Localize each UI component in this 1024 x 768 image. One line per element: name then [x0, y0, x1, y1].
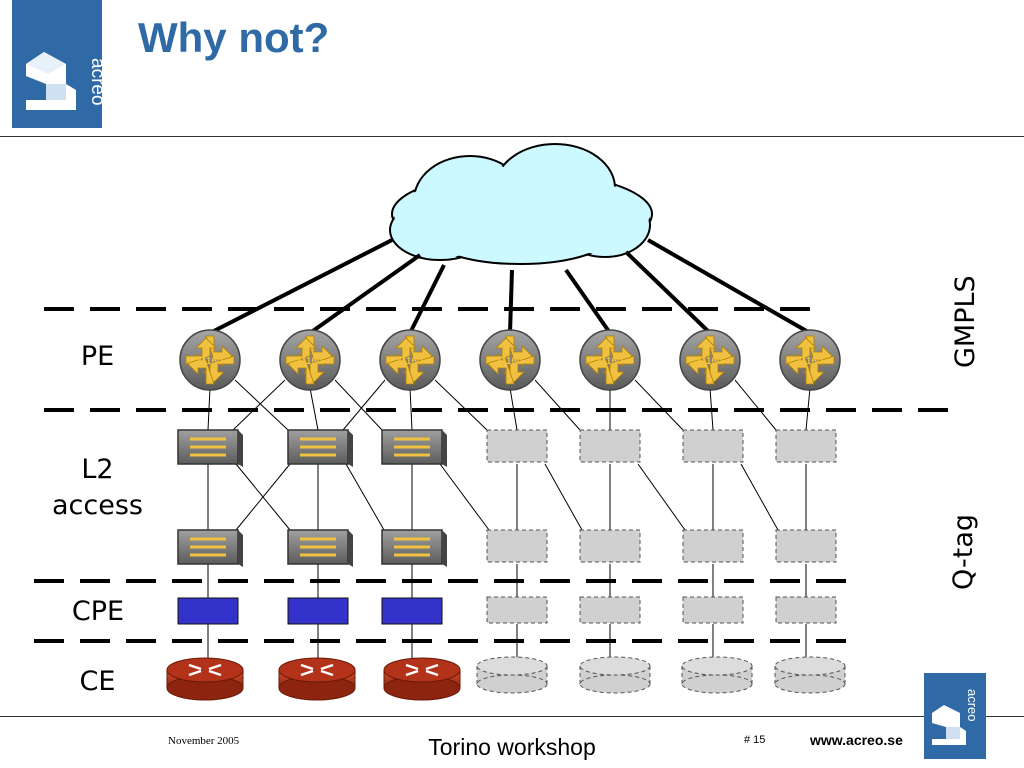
router-model-label: M160: [497, 356, 522, 367]
links: [207, 238, 811, 660]
logo-wordmark: acreo: [87, 58, 108, 106]
access-link-10: [434, 379, 488, 431]
pe-router-3: M160: [379, 329, 441, 391]
cpe-placeholder-4: [486, 596, 548, 624]
layer-dividers: [34, 307, 955, 643]
footer-divider: [0, 716, 1024, 717]
acreo-logo: acreo: [12, 0, 108, 128]
l2-switch-upper-3: [381, 429, 447, 467]
l2-placeholder-upper-7: [775, 429, 837, 463]
cpe-placeholder-6: [682, 596, 744, 624]
ce-placeholder-7: [774, 656, 846, 694]
l2-switch-upper-1: [177, 429, 243, 467]
router-model-label: M160: [797, 356, 822, 367]
access-link-12: [634, 379, 684, 431]
pe-router-1: M160: [179, 329, 241, 391]
access-link-8: [234, 379, 289, 431]
side-label-qtag: Q-tag: [948, 513, 979, 590]
cpe-placeholder-5: [579, 596, 641, 624]
layer-label-cpe: CPE: [71, 596, 125, 627]
pe-router-4: M160: [479, 329, 541, 391]
access-link-7: [805, 387, 811, 431]
router-model-label: M160: [597, 356, 622, 367]
ce-placeholder-6: [681, 656, 753, 694]
pe-router-2: M160: [279, 329, 341, 391]
access-link-11: [534, 379, 581, 431]
cpe-device-1: [177, 597, 239, 625]
cpe-device-2: [287, 597, 349, 625]
uplink-1: [209, 238, 393, 335]
header-divider: [0, 136, 1024, 137]
l2-placeholder-lower-5: [579, 529, 641, 563]
footer-page-number: # 15: [744, 734, 766, 746]
uplink-7: [647, 238, 811, 335]
l2-placeholder-upper-4: [486, 429, 548, 463]
gmpls-cloud: [389, 143, 653, 265]
access-link-24: [345, 463, 385, 531]
layer-label-l2-line2: access: [52, 490, 143, 521]
router-model-label: M160: [697, 356, 722, 367]
l2-placeholder-lower-6: [682, 529, 744, 563]
cloud: [389, 143, 653, 265]
access-link-28: [740, 463, 779, 531]
cpe-placeholder-7: [775, 596, 837, 624]
footer-title: Torino workshop: [428, 734, 596, 760]
uplink-2: [308, 253, 422, 335]
access-link-3: [409, 387, 413, 431]
access-link-25: [439, 463, 490, 531]
cpe-device-3: [381, 597, 443, 625]
access-link-13: [734, 379, 777, 431]
layer-label-pe: PE: [80, 341, 115, 372]
l2-placeholder-lower-7: [775, 529, 837, 563]
access-link-26: [544, 463, 583, 531]
uplink-3: [408, 264, 446, 334]
footer-url[interactable]: www.acreo.se: [810, 732, 903, 748]
nodes: M160 M160 M160 M160 M160 M160 M160: [166, 329, 846, 701]
ce-router-1: [166, 657, 244, 701]
network-diagram: M160 M160 M160 M160 M160 M160 M160: [34, 143, 955, 701]
layer-label-l2-line1: L2: [81, 454, 114, 485]
ce-router-2: [278, 657, 356, 701]
pe-router-7: M160: [779, 329, 841, 391]
access-link-6: [709, 387, 714, 431]
access-link-27: [637, 463, 686, 531]
l2-switch-lower-2: [287, 529, 353, 567]
router-model-label: M160: [297, 356, 322, 367]
access-link-2: [309, 387, 319, 431]
access-link-4: [509, 387, 518, 431]
l2-placeholder-upper-6: [682, 429, 744, 463]
side-label-gmpls: GMPLS: [950, 275, 981, 368]
access-link-9: [334, 379, 383, 431]
acreo-logo-footer: acreo: [924, 673, 986, 759]
uplink-6: [624, 250, 712, 335]
layer-label-ce: CE: [79, 666, 116, 697]
uplink-4: [508, 269, 514, 334]
l2-placeholder-upper-5: [579, 429, 641, 463]
l2-switch-upper-2: [287, 429, 353, 467]
ce-placeholder-4: [476, 656, 548, 694]
ce-router-3: [383, 657, 461, 701]
ce-placeholder-5: [579, 656, 651, 694]
router-model-label: M160: [197, 356, 222, 367]
router-model-label: M160: [397, 356, 422, 367]
pe-router-5: M160: [579, 329, 641, 391]
access-link-1: [207, 387, 211, 431]
access-link-29: [235, 463, 291, 531]
l2-switch-lower-1: [177, 529, 243, 567]
l2-switch-lower-3: [381, 529, 447, 567]
footer-date: November 2005: [168, 735, 240, 747]
pe-router-6: M160: [679, 329, 741, 391]
logo-wordmark: acreo: [965, 689, 980, 722]
uplink-5: [564, 268, 612, 335]
access-link-14: [232, 379, 286, 431]
layer-label-l2: L2 access: [40, 452, 155, 524]
l2-placeholder-lower-4: [486, 529, 548, 563]
slide-title: Why not?: [138, 14, 330, 61]
access-link-15: [342, 379, 386, 431]
